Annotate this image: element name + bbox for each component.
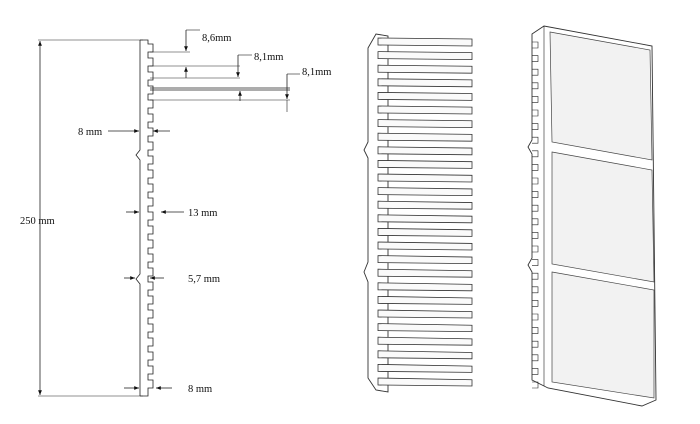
side-notch: [532, 136, 539, 144]
fin: [377, 282, 473, 292]
side-notch: [532, 204, 539, 212]
finned-3d-view: [363, 33, 473, 393]
fin: [377, 51, 473, 61]
side-notch: [532, 368, 539, 375]
fin: [377, 78, 473, 88]
side-notch: [532, 354, 539, 362]
fin: [377, 37, 473, 47]
fin: [377, 336, 473, 346]
fin: [377, 363, 473, 373]
side-notch: [532, 177, 539, 185]
side-notch: [532, 300, 539, 307]
fin: [377, 323, 473, 333]
side-notch: [532, 96, 539, 103]
fin: [377, 309, 473, 319]
fin-stack: [377, 37, 473, 387]
side-notch: [532, 55, 539, 62]
top-gap-label: 8,6mm: [202, 33, 231, 44]
fin: [377, 91, 473, 101]
paneled-3d-view: [527, 25, 657, 407]
side-notch: [532, 164, 539, 171]
side-notch: [532, 109, 539, 117]
panel-bottom: [551, 271, 655, 399]
fin: [377, 64, 473, 74]
fin: [377, 350, 473, 360]
fin: [377, 119, 473, 129]
bottom-offset-label: 8 mm: [188, 384, 212, 395]
fin: [377, 214, 473, 224]
profile-drawing: 250 mm 8,6mm 8,1mm 8,1mm 8 mm 13 mm: [20, 29, 331, 397]
side-notch: [532, 191, 539, 198]
second-gap-label: 8,1mm: [302, 67, 331, 78]
fin: [377, 295, 473, 305]
tooth-profile: [140, 39, 154, 397]
side-notch: [532, 286, 539, 294]
fin: [377, 187, 473, 197]
side-notch: [532, 68, 539, 76]
left-offset-label: 8 mm: [78, 127, 102, 138]
fin: [377, 159, 473, 169]
side-notch: [532, 340, 539, 348]
fin-thickness-label: 8,1mm: [254, 52, 283, 63]
side-notch: [532, 381, 539, 389]
fin: [377, 255, 473, 265]
side-notch: [532, 272, 539, 280]
side-notch: [532, 150, 539, 158]
side-notch: [532, 218, 539, 226]
fin: [377, 200, 473, 210]
fin: [377, 268, 473, 278]
total-height-label: 250 mm: [20, 216, 55, 227]
panel-top: [549, 31, 653, 161]
side-notch: [532, 327, 539, 334]
side-notch: [532, 123, 539, 130]
fin: [377, 105, 473, 115]
fin: [377, 241, 473, 251]
fin: [377, 377, 473, 387]
side-notch: [532, 41, 539, 49]
joint-label: 5,7 mm: [188, 274, 220, 285]
side-notch: [532, 232, 539, 239]
fin: [377, 227, 473, 237]
side-notch: [532, 313, 539, 321]
fin: [377, 173, 473, 183]
side-notch: [532, 82, 539, 90]
fin: [377, 132, 473, 142]
panel-middle: [551, 151, 655, 283]
pitch-label: 13 mm: [188, 208, 217, 219]
side-notch: [532, 259, 539, 266]
fin: [377, 146, 473, 156]
back-plate-edge: [135, 40, 141, 396]
side-notches: [532, 41, 539, 389]
side-notch: [532, 245, 539, 253]
